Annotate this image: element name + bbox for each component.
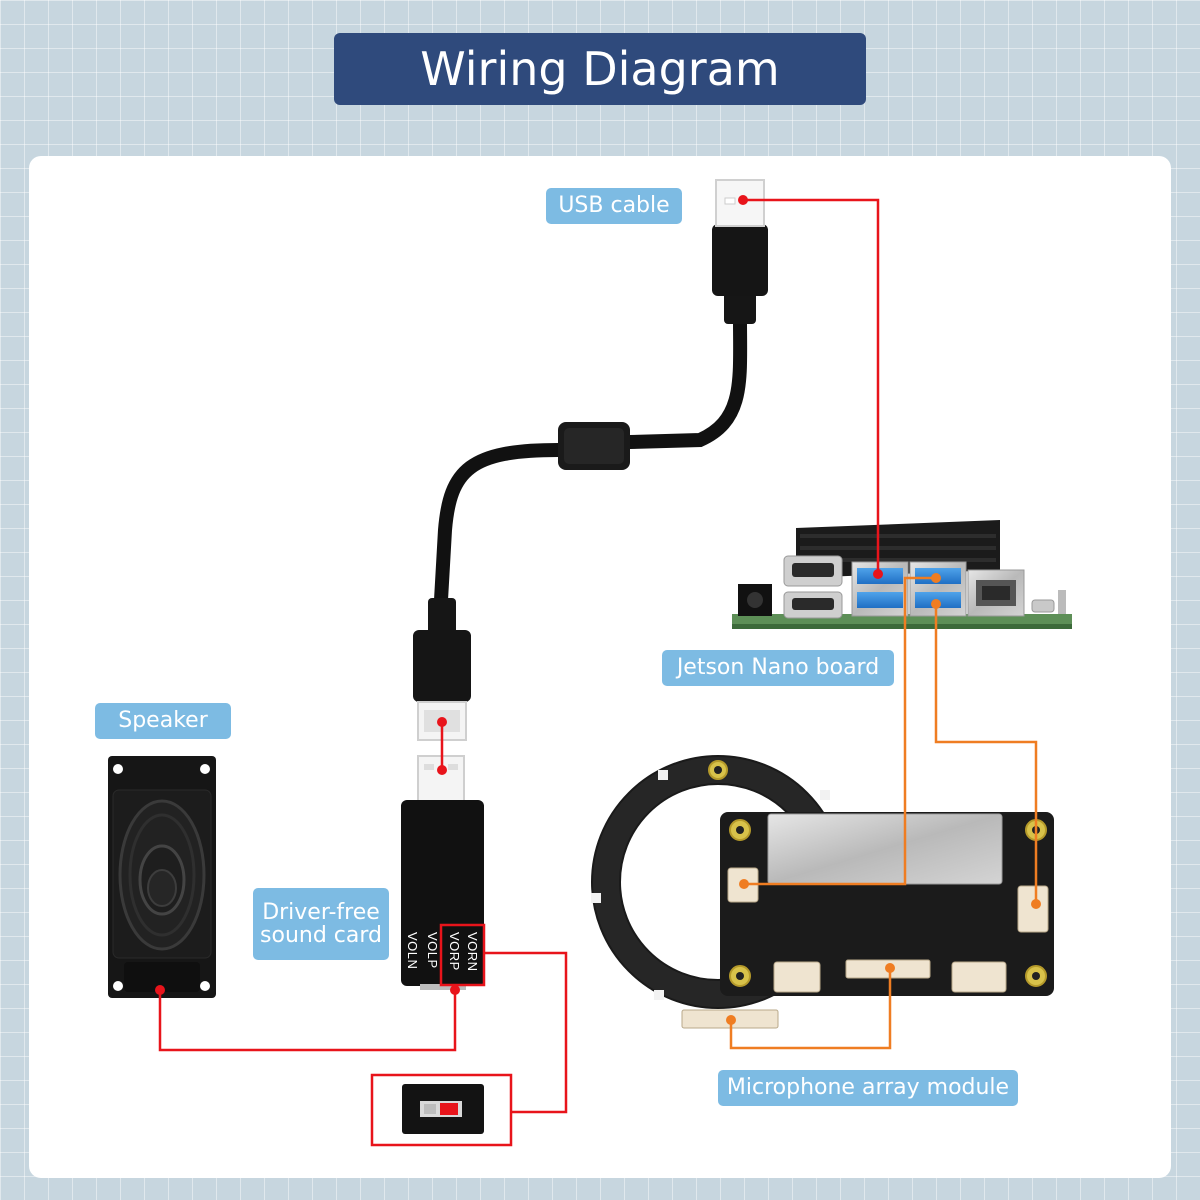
wire-pins-to-connector: [484, 951, 568, 1114]
usb-cable: [413, 179, 768, 741]
page-title: Wiring Diagram: [334, 33, 866, 105]
usb-a-plug-top: [712, 224, 768, 296]
mic-array-label: Microphone array module: [718, 1070, 1018, 1106]
pin-label-vorn: VORN: [465, 932, 480, 972]
wire-ribbon-to-ring: [729, 968, 892, 1050]
wire-speaker-to-soundcard: [158, 990, 457, 1052]
pin-label-voln: VOLN: [405, 932, 420, 970]
speaker: [108, 756, 216, 998]
microphone-array-module: [591, 755, 1054, 1029]
wire-jetson-to-mic-right: [934, 604, 1038, 904]
red-wires: [158, 198, 880, 1147]
jetson-label: Jetson Nano board: [662, 650, 894, 686]
sound-card-label-line1: Driver-free: [262, 899, 380, 925]
sound-card: [401, 755, 484, 990]
wire-jetson-to-mic-left: [744, 576, 936, 886]
pin-label-volp: VOLP: [425, 932, 440, 969]
jst-connector: [402, 1084, 484, 1134]
diagram-panel: [29, 156, 1171, 1178]
usb-a-metal-top: [715, 179, 765, 227]
pin-label-vorp: VORP: [447, 932, 462, 971]
orange-wires: [729, 576, 1038, 1050]
wire-usb-to-jetson: [743, 198, 880, 574]
sound-card-label-line2: sound card: [260, 923, 382, 948]
usb-a-plug-bottom: [413, 630, 471, 702]
sound-card-label: Driver-free sound card: [253, 888, 389, 960]
jetson-nano-board: [732, 520, 1072, 629]
vor-pins-highlight: [439, 923, 486, 987]
speaker-label: Speaker: [95, 703, 231, 739]
connector-highlight: [370, 1073, 513, 1147]
usb-cable-label: USB cable: [546, 188, 682, 224]
